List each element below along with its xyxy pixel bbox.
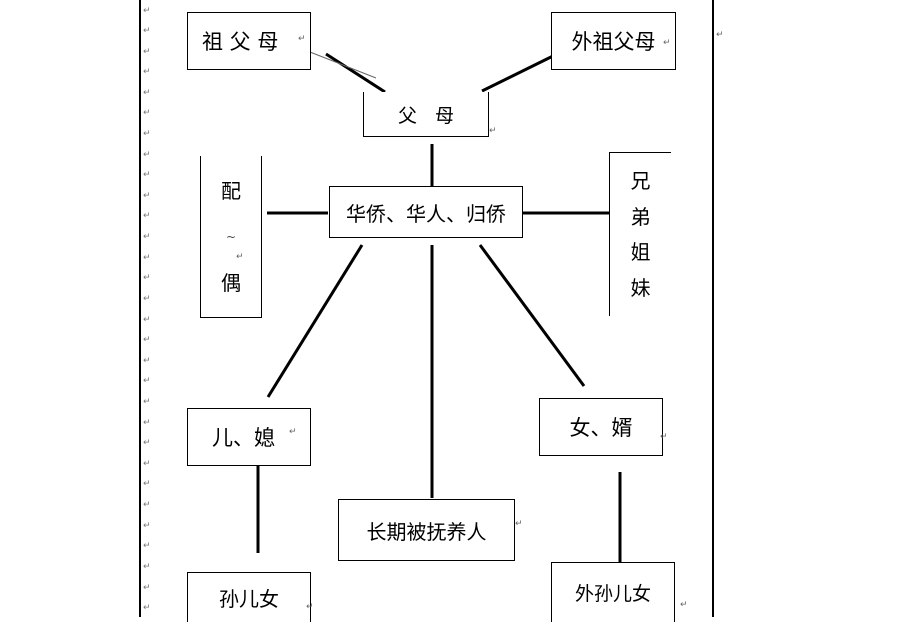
- paragraph-mark: ↵: [143, 232, 151, 242]
- paragraph-mark: ↵: [143, 6, 151, 16]
- son-daughter-in-law-box: 儿、媳: [187, 408, 311, 466]
- grandchildren-box: 孙儿女: [187, 572, 311, 622]
- paragraph-mark: ↵: [143, 47, 151, 57]
- spouse-char-2: 偶: [221, 270, 241, 295]
- son-daughter-in-law-label: 儿、媳: [212, 426, 275, 450]
- parents-label: 父 母: [397, 104, 455, 127]
- paragraph-mark: ↵: [489, 126, 497, 136]
- paragraph-mark: ↵: [143, 335, 151, 345]
- line-center-son: [266, 244, 364, 398]
- paragraph-mark: ↵: [143, 376, 151, 386]
- paragraph-mark: ↵: [660, 432, 668, 442]
- paragraph-mark: ↵: [143, 129, 151, 139]
- paragraph-mark: ↵: [143, 315, 151, 325]
- paragraph-mark: ↵: [143, 500, 151, 510]
- page-left-border: [139, 0, 141, 617]
- paragraph-mark: ↵: [143, 541, 151, 551]
- spouse-char-1: 配: [221, 178, 241, 203]
- paragraph-mark: ↵: [143, 521, 151, 531]
- maternal-grandparents-label: 外祖父母: [571, 30, 656, 54]
- paragraph-mark: ↵: [143, 356, 151, 366]
- paragraph-mark: ↵: [143, 88, 151, 98]
- paragraph-mark: ↵: [143, 562, 151, 572]
- spouse-separator: ~: [225, 229, 237, 244]
- siblings-box: 兄 弟 姐 妹: [609, 152, 671, 316]
- center-box: 华侨、华人、归侨: [329, 186, 523, 238]
- spouse-box: 配 ~ 偶: [200, 156, 262, 318]
- maternal-grandparents-box: 外祖父母: [551, 12, 676, 70]
- siblings-char-3: 姐: [630, 240, 651, 265]
- grandparents-label: 祖 父 母: [202, 30, 279, 54]
- paragraph-mark: ↵: [680, 600, 688, 610]
- siblings-char-1: 兄: [630, 168, 651, 193]
- line-grandparents-parents: [325, 52, 386, 94]
- center-label: 华侨、华人、归侨: [346, 201, 506, 226]
- parents-box: 父 母: [363, 92, 489, 137]
- daughter-son-in-law-label: 女、婿: [569, 416, 633, 440]
- daughter-son-in-law-box: 女、婿: [539, 398, 663, 456]
- paragraph-mark: ↵: [236, 252, 244, 262]
- paragraph-mark: ↵: [716, 30, 724, 40]
- paragraph-mark: ↵: [143, 108, 151, 118]
- paragraph-mark: ↵: [515, 519, 523, 529]
- paragraph-mark: ↵: [143, 191, 151, 201]
- grandparents-box: 祖 父 母: [187, 12, 311, 70]
- paragraph-mark: ↵: [143, 26, 151, 36]
- paragraph-mark: ↵: [289, 427, 297, 437]
- paragraph-mark: ↵: [143, 170, 151, 180]
- paragraph-mark: ↵: [143, 418, 151, 428]
- faint-strike-line: [309, 51, 377, 79]
- paragraph-mark: ↵: [143, 603, 151, 613]
- paragraph-mark: ↵: [143, 211, 151, 221]
- paragraph-mark: ↵: [143, 583, 151, 593]
- paragraph-mark: ↵: [143, 273, 151, 283]
- paragraph-mark: ↵: [143, 67, 151, 77]
- paragraph-mark: ↵: [143, 438, 151, 448]
- siblings-char-4: 妹: [630, 276, 651, 301]
- maternal-grandchildren-box: 外孙儿女: [551, 562, 675, 622]
- paragraph-mark: ↵: [143, 253, 151, 263]
- maternal-grandchildren-label: 外孙儿女: [574, 583, 651, 605]
- paragraph-mark: ↵: [143, 459, 151, 469]
- paragraph-mark: ↵: [143, 294, 151, 304]
- long-term-dependent-label: 长期被抚养人: [366, 519, 487, 544]
- paragraph-mark: ↵: [143, 397, 151, 407]
- grandchildren-label: 孙儿女: [219, 587, 279, 611]
- paragraph-mark: ↵: [298, 34, 306, 44]
- line-maternal-grandparents-parents: [481, 54, 554, 93]
- paragraph-mark: ↵: [143, 479, 151, 489]
- page-right-border: [712, 0, 714, 617]
- long-term-dependent-box: 长期被抚养人: [338, 499, 515, 561]
- paragraph-mark: ↵: [306, 602, 314, 612]
- paragraph-marks-column: ↵ ↵ ↵ ↵ ↵ ↵ ↵ ↵ ↵ ↵ ↵ ↵ ↵ ↵ ↵ ↵ ↵ ↵ ↵ ↵ ↵ ↵ ↵ ↵ ↵ ↵ ↵ ↵ ↵ ↵: [143, 0, 157, 617]
- line-center-daughter: [478, 244, 586, 387]
- paragraph-mark: ↵: [143, 150, 151, 160]
- paragraph-mark: ↵: [663, 38, 671, 48]
- siblings-char-2: 弟: [630, 204, 651, 229]
